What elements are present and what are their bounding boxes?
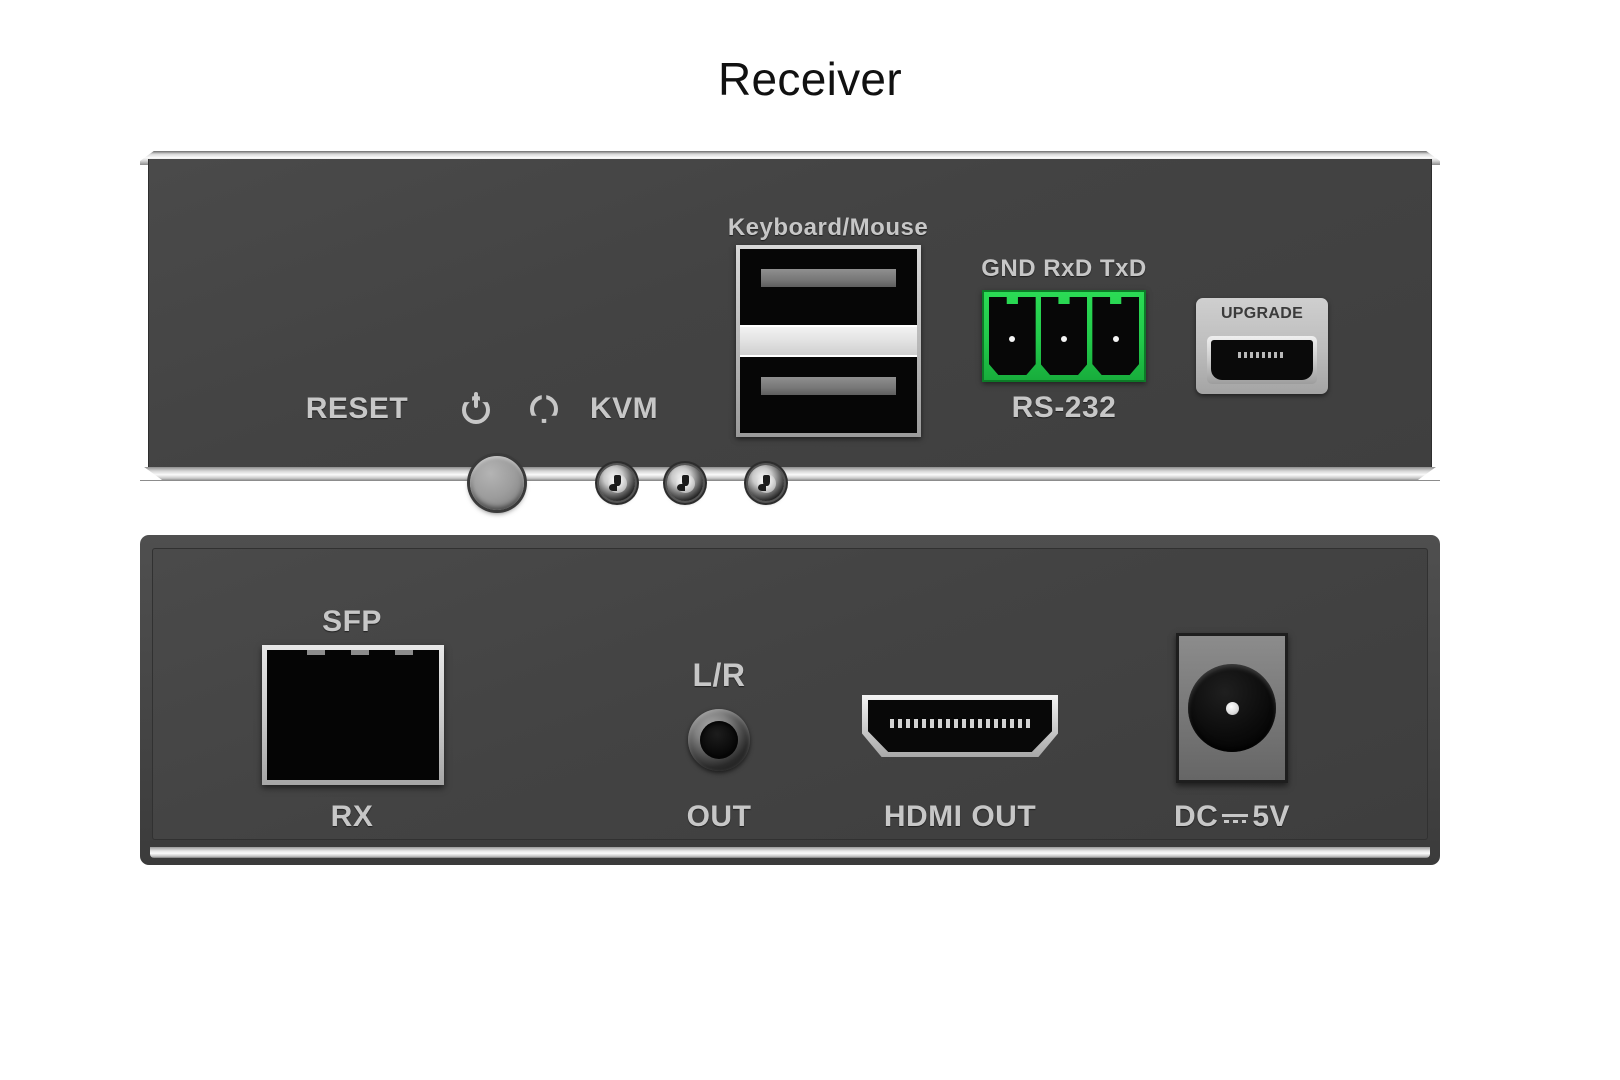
reset-label: RESET xyxy=(305,392,409,425)
usb-port-upper[interactable] xyxy=(740,249,917,325)
kvm-led-indicator xyxy=(748,465,784,501)
rs232-pin-rxd[interactable] xyxy=(1040,297,1088,375)
hdmi-cavity xyxy=(868,700,1052,752)
link-led-indicator xyxy=(667,465,703,501)
rs232-pin-txd[interactable] xyxy=(1092,297,1140,375)
keyboard-mouse-label: Keyboard/Mouse xyxy=(727,214,929,241)
power-symbol-icon xyxy=(462,392,492,424)
sfp-cavity xyxy=(267,650,439,780)
upgrade-port-module[interactable]: UPGRADE xyxy=(1196,298,1328,394)
hdmi-out-label: HDMI OUT xyxy=(883,800,1037,833)
dc-prefix: DC xyxy=(1173,800,1219,833)
usb-divider xyxy=(740,325,917,357)
rs232-label: RS-232 xyxy=(1011,391,1117,424)
power-led-indicator xyxy=(599,465,635,501)
hdmi-contacts xyxy=(890,718,1030,728)
kvm-label: KVM xyxy=(590,392,659,425)
sfp-port[interactable] xyxy=(262,645,444,785)
hdmi-out-port[interactable] xyxy=(862,695,1058,757)
audio-lr-label: L/R xyxy=(692,657,746,693)
usb-keyboard-mouse-port[interactable] xyxy=(736,245,921,437)
dc-jack-center-pin xyxy=(1225,701,1239,715)
dc-suffix: 5V xyxy=(1252,800,1291,833)
front-panel-bottom-chrome-rail xyxy=(140,467,1440,481)
sfp-label: SFP xyxy=(322,605,382,638)
audio-jack-bore xyxy=(700,721,738,759)
micro-usb-contacts xyxy=(1237,352,1287,359)
dc-power-label: DC 5V xyxy=(1174,800,1290,834)
link-loop-icon xyxy=(530,392,560,423)
rs232-terminal-block[interactable] xyxy=(982,290,1146,382)
usb-upper-contacts xyxy=(761,268,896,287)
usb-port-lower[interactable] xyxy=(740,357,917,433)
dc-power-jack[interactable] xyxy=(1176,633,1288,783)
reset-button[interactable] xyxy=(470,456,524,510)
upgrade-label: UPGRADE xyxy=(1220,305,1304,322)
page-title: Receiver xyxy=(718,53,902,105)
power-led-core xyxy=(607,473,627,493)
sfp-rx-label: RX xyxy=(330,800,374,833)
dc-jack-barrel xyxy=(1188,664,1276,752)
link-led-core xyxy=(675,473,695,493)
rear-panel-bottom-chrome-rail xyxy=(150,847,1430,858)
kvm-led-core xyxy=(756,473,776,493)
micro-usb-upgrade-port[interactable] xyxy=(1207,336,1317,384)
audio-out-label: OUT xyxy=(686,800,752,833)
audio-out-jack[interactable] xyxy=(688,709,750,771)
rs232-pinout-label: GND RxD TxD xyxy=(981,255,1147,282)
direct-current-symbol-icon xyxy=(1222,811,1249,825)
usb-lower-contacts xyxy=(761,376,896,395)
rs232-pin-gnd[interactable] xyxy=(989,297,1036,375)
